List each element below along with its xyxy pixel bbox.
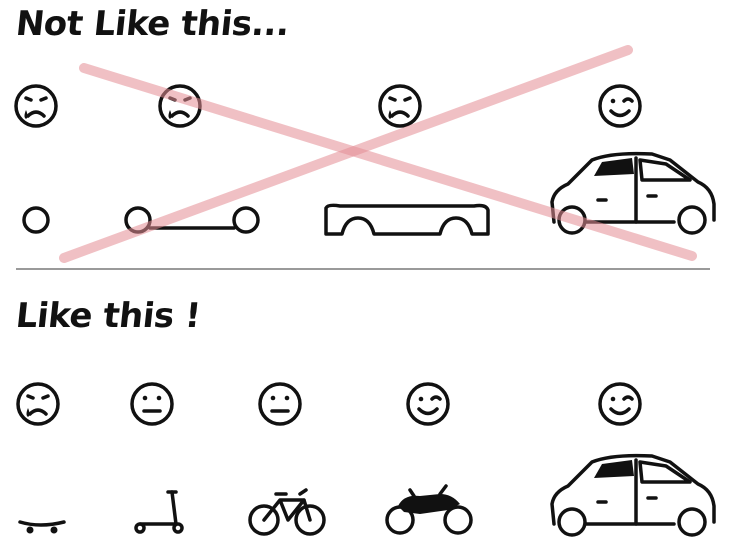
cross-out-mark (59, 45, 697, 263)
neutral-face-icon (130, 382, 174, 426)
skateboard-icon (18, 520, 66, 534)
kick-scooter-icon (134, 490, 184, 534)
wheels-axle-icon (124, 206, 260, 234)
sad-crying-face-icon (14, 84, 58, 128)
car-chassis-icon (324, 203, 490, 236)
car-icon (550, 453, 716, 537)
winking-face-icon (406, 382, 450, 426)
winking-face-icon (598, 84, 642, 128)
sad-crying-face-icon (16, 382, 60, 426)
wheel-icon (22, 206, 50, 234)
bicycle-icon (248, 488, 326, 536)
neutral-face-icon (258, 382, 302, 426)
motorcycle-icon (385, 484, 473, 535)
section-divider (16, 268, 710, 270)
winking-face-icon (598, 382, 642, 426)
sad-crying-face-icon (378, 84, 422, 128)
